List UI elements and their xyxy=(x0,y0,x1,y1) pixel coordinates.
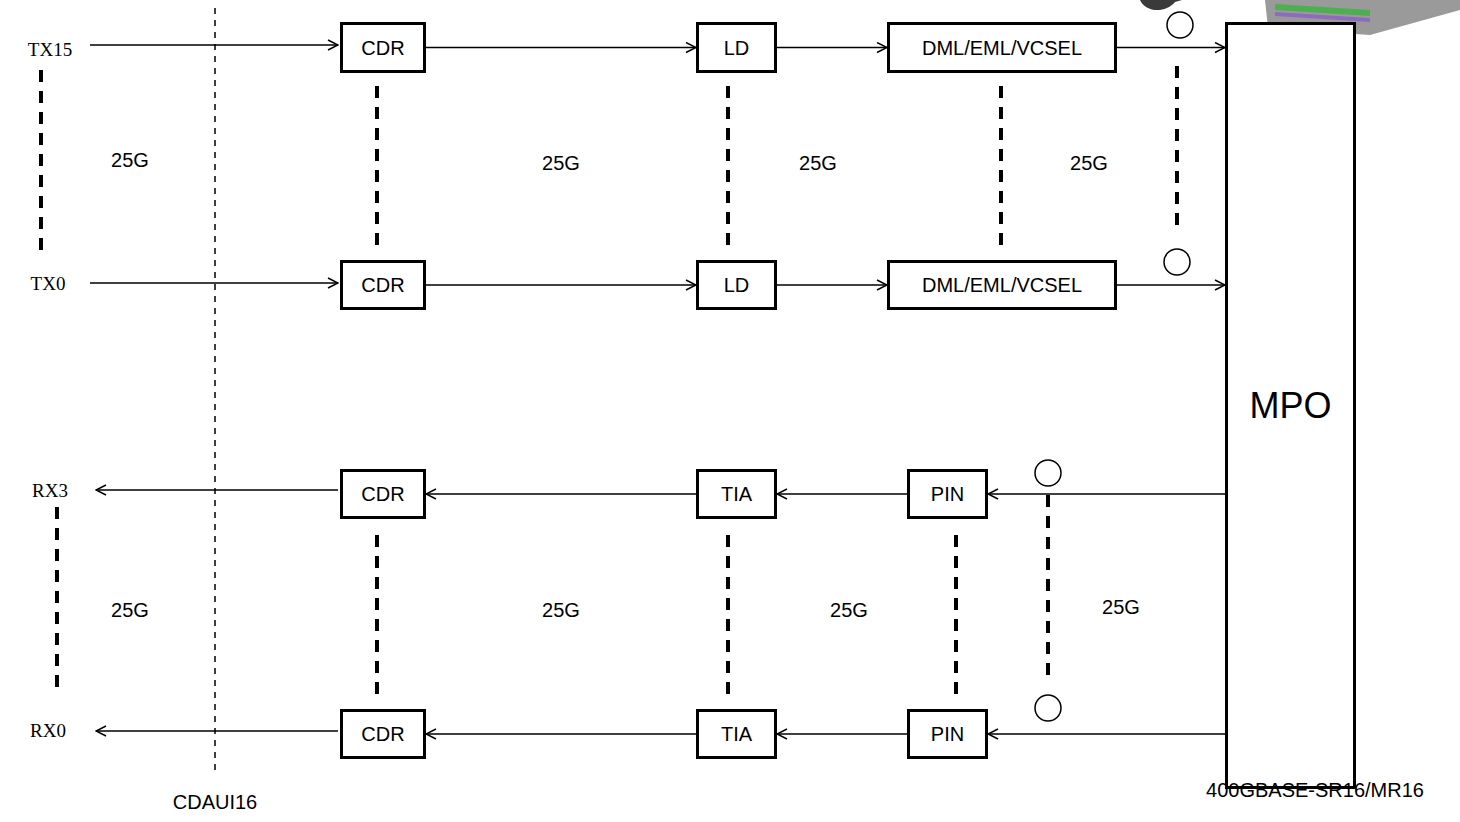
fiber-circle xyxy=(1035,460,1061,486)
ellipsis-line xyxy=(954,535,958,696)
box-label: CDR xyxy=(361,37,404,59)
rate-label: 25G xyxy=(542,599,580,621)
ellipsis-line xyxy=(39,70,43,255)
ellipsis-line xyxy=(375,535,379,696)
interface-name: CDAUI16 xyxy=(173,791,257,813)
component-box: LD xyxy=(696,22,777,73)
signal-connector xyxy=(426,493,696,495)
ellipsis-line xyxy=(726,86,730,248)
signal-connector xyxy=(777,733,907,735)
signal-connector xyxy=(777,284,887,286)
rate-label: 25G xyxy=(111,599,149,621)
component-box: PIN xyxy=(907,709,988,759)
rate-label: 25G xyxy=(830,599,868,621)
box-label: LD xyxy=(724,37,750,59)
rate-label: 25G xyxy=(799,152,837,174)
box-label: DML/EML/VCSEL xyxy=(922,274,1082,296)
component-box: PIN xyxy=(907,469,988,519)
signal-connector xyxy=(988,733,1225,735)
signal-connector xyxy=(426,284,696,286)
signal-arrow xyxy=(96,730,338,732)
component-box: DML/EML/VCSEL xyxy=(887,22,1117,73)
signal-connector xyxy=(777,493,907,495)
fiber-circle xyxy=(1164,249,1190,275)
standard-name: 400GBASE-SR16/MR16 xyxy=(1206,779,1424,801)
box-label: CDR xyxy=(361,483,404,505)
component-box: DML/EML/VCSEL xyxy=(887,260,1117,310)
component-box: CDR xyxy=(340,22,426,73)
box-label: LD xyxy=(724,274,750,296)
box-label: CDR xyxy=(361,274,404,296)
ellipsis-line xyxy=(55,507,59,690)
component-box: CDR xyxy=(340,469,426,519)
signal-connector xyxy=(426,733,696,735)
box-label: DML/EML/VCSEL xyxy=(922,37,1082,59)
signal-name: RX3 xyxy=(32,481,68,502)
box-label: PIN xyxy=(931,723,964,745)
rate-label: 25G xyxy=(542,152,580,174)
rate-label: 25G xyxy=(111,149,149,171)
component-box: CDR xyxy=(340,709,426,759)
component-box: CDR xyxy=(340,260,426,310)
connector-box: MPO xyxy=(1225,22,1356,789)
box-label: TIA xyxy=(721,723,752,745)
component-box: TIA xyxy=(696,709,777,759)
signal-connector xyxy=(426,47,696,49)
ellipsis-line xyxy=(726,535,730,696)
ellipsis-line xyxy=(1046,495,1050,682)
component-box: TIA xyxy=(696,469,777,519)
rate-label: 25G xyxy=(1102,596,1140,618)
ellipsis-line xyxy=(999,86,1003,248)
signal-arrow xyxy=(90,282,338,284)
box-label: TIA xyxy=(721,483,752,505)
component-box: LD xyxy=(696,260,777,310)
signal-connector xyxy=(777,47,887,49)
rate-label: 25G xyxy=(1070,152,1108,174)
signal-name: TX15 xyxy=(28,40,72,61)
interface-boundary xyxy=(214,8,216,774)
ellipsis-line xyxy=(375,86,379,248)
signal-connector xyxy=(1117,47,1225,49)
box-label: MPO xyxy=(1249,386,1331,426)
box-label: CDR xyxy=(361,723,404,745)
signal-name: TX0 xyxy=(31,274,66,295)
box-label: PIN xyxy=(931,483,964,505)
signal-connector xyxy=(1117,284,1225,286)
signal-connector xyxy=(988,493,1225,495)
ellipsis-line xyxy=(1175,66,1179,232)
fiber-circle xyxy=(1167,12,1193,38)
signal-arrow xyxy=(96,489,338,491)
fiber-circle xyxy=(1035,695,1061,721)
signal-arrow xyxy=(90,44,338,46)
signal-name: RX0 xyxy=(30,721,66,742)
